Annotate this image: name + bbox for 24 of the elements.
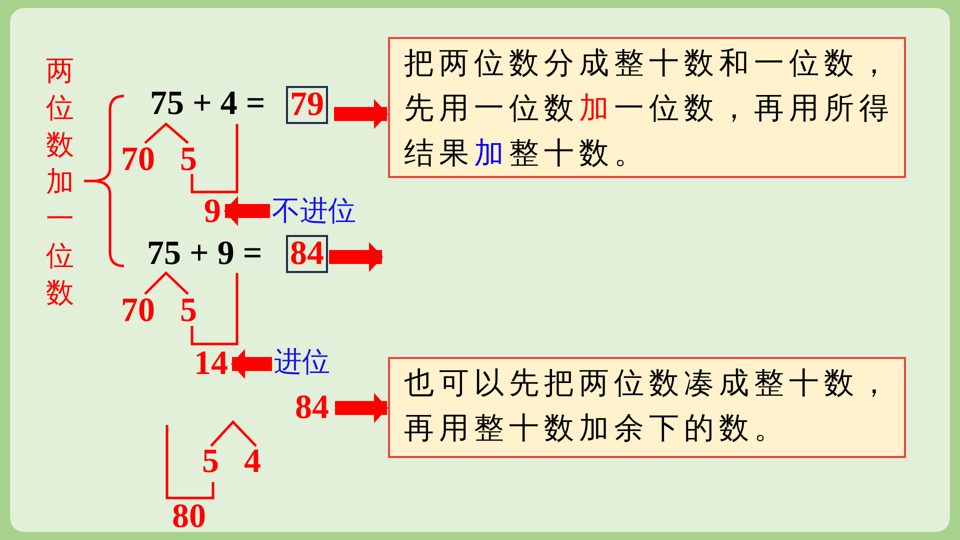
split-number: 5 — [180, 294, 197, 328]
arrow — [334, 99, 388, 129]
arrow — [329, 242, 383, 272]
answer-box: 79 — [286, 86, 328, 124]
split-number: 4 — [244, 445, 261, 479]
carry-label: 进位 — [274, 346, 330, 378]
vertical-title: 两位数加一位数 — [44, 52, 76, 311]
split-number: 70 — [121, 143, 155, 177]
result-number: 14 — [194, 347, 228, 381]
result-number: 84 — [295, 391, 329, 425]
split-number: 5 — [180, 143, 197, 177]
arrow — [224, 196, 270, 226]
split-number: 5 — [202, 445, 219, 479]
explanation-box: 把两位数分成整十数和一位数，先用一位数加一位数，再用所得结果加整十数。 — [388, 37, 906, 178]
carry-label: 不进位 — [272, 195, 356, 227]
split-number: 70 — [121, 294, 155, 328]
result-number: 9 — [204, 195, 221, 229]
answer-box: 84 — [286, 235, 328, 273]
equation-text: 75 + 4 = — [150, 87, 266, 121]
explanation-box: 也可以先把两位数凑成整十数，再用整十数加余下的数。 — [388, 357, 906, 458]
arrow — [231, 349, 272, 379]
sum-number: 80 — [172, 500, 206, 534]
equation-text: 75 + 9 = — [147, 237, 262, 271]
arrow — [335, 393, 388, 423]
